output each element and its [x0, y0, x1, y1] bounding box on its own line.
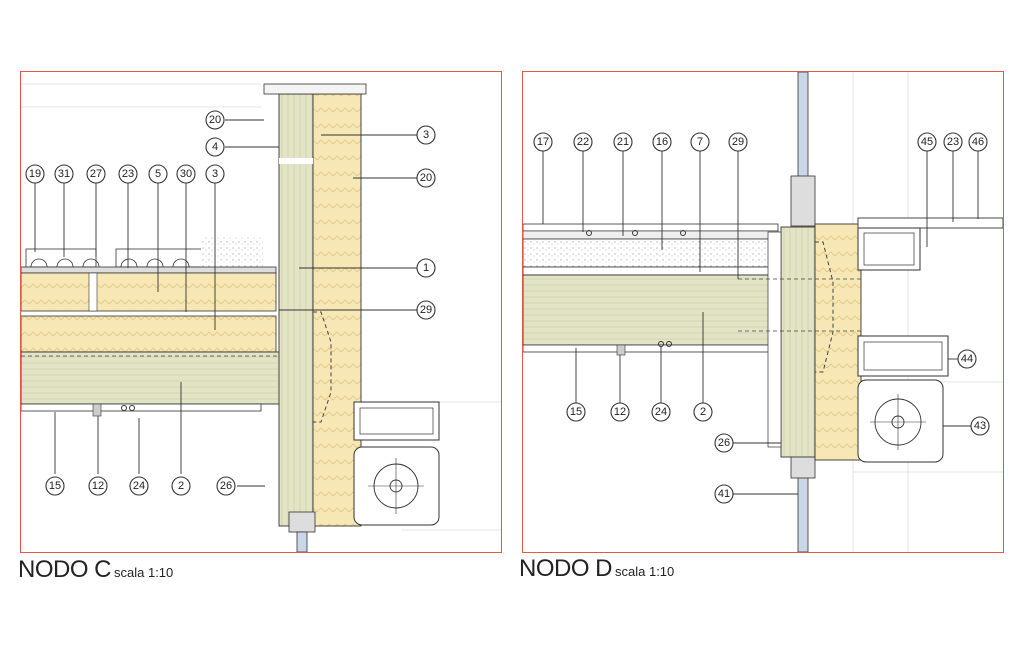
callout-1: 1 — [416, 258, 436, 278]
svg-text:27: 27 — [90, 168, 102, 180]
callout-5: 5 — [148, 164, 168, 184]
callout-27: 27 — [86, 164, 106, 184]
svg-text:2: 2 — [178, 480, 184, 492]
callout-15: 15 — [45, 476, 65, 496]
callout-15: 15 — [566, 402, 586, 422]
svg-text:3: 3 — [212, 168, 218, 180]
section-drawing-c: 20 4 3 20 19 31 27 23 5 30 3 1 29 15 12 … — [21, 83, 501, 552]
svg-text:26: 26 — [718, 437, 730, 449]
svg-text:23: 23 — [947, 136, 959, 148]
callout-3-upper: 3 — [416, 125, 436, 145]
svg-text:20: 20 — [420, 172, 432, 184]
callout-30: 30 — [176, 164, 196, 184]
svg-text:30: 30 — [180, 168, 192, 180]
svg-text:23: 23 — [122, 168, 134, 180]
svg-text:22: 22 — [577, 136, 589, 148]
svg-text:7: 7 — [697, 136, 703, 148]
callout-12: 12 — [88, 476, 108, 496]
callout-3-lower: 3 — [205, 164, 225, 184]
svg-text:5: 5 — [155, 168, 161, 180]
callout-31: 31 — [54, 164, 74, 184]
caption-title: NODO C — [18, 556, 112, 583]
callout-45: 45 — [917, 132, 937, 152]
detail-panel-nodo-c: 20 4 3 20 19 31 27 23 5 30 3 1 29 15 12 … — [20, 71, 502, 553]
callout-23: 23 — [118, 164, 138, 184]
svg-text:44: 44 — [961, 353, 973, 365]
callout-26: 26 — [714, 433, 734, 453]
svg-text:24: 24 — [655, 406, 667, 418]
svg-text:43: 43 — [974, 420, 986, 432]
callout-20-right: 20 — [416, 168, 436, 188]
callout-22: 22 — [573, 132, 593, 152]
svg-text:1: 1 — [423, 262, 429, 274]
svg-text:15: 15 — [49, 480, 61, 492]
svg-text:4: 4 — [212, 141, 218, 153]
callout-7: 7 — [690, 132, 710, 152]
callout-41: 41 — [714, 484, 734, 504]
callout-29: 29 — [728, 132, 748, 152]
svg-text:3: 3 — [423, 129, 429, 141]
callout-24: 24 — [651, 402, 671, 422]
svg-text:12: 12 — [614, 406, 626, 418]
caption-scale: scala 1:10 — [114, 565, 174, 580]
svg-text:21: 21 — [617, 136, 629, 148]
svg-text:45: 45 — [921, 136, 933, 148]
callout-12: 12 — [610, 402, 630, 422]
svg-text:41: 41 — [718, 488, 730, 500]
svg-text:19: 19 — [29, 168, 41, 180]
callout-21: 21 — [613, 132, 633, 152]
svg-text:20: 20 — [209, 114, 221, 126]
svg-text:46: 46 — [972, 136, 984, 148]
section-drawing-d: 17 22 21 16 7 29 45 23 46 44 43 15 12 24… — [523, 72, 1003, 552]
svg-text:12: 12 — [92, 480, 104, 492]
callout-23: 23 — [943, 132, 963, 152]
callout-43: 43 — [970, 416, 990, 436]
callout-24: 24 — [129, 476, 149, 496]
svg-text:29: 29 — [420, 304, 432, 316]
callout-46: 46 — [968, 132, 988, 152]
svg-text:15: 15 — [570, 406, 582, 418]
svg-text:16: 16 — [656, 136, 668, 148]
callout-26: 26 — [216, 476, 236, 496]
callout-17: 17 — [533, 132, 553, 152]
svg-text:26: 26 — [220, 480, 232, 492]
callout-16: 16 — [652, 132, 672, 152]
callout-19: 19 — [25, 164, 45, 184]
svg-text:24: 24 — [133, 480, 145, 492]
callout-44: 44 — [957, 349, 977, 369]
callout-20-top: 20 — [205, 110, 225, 130]
caption-scale: scala 1:10 — [615, 564, 675, 579]
caption-title: NODO D — [519, 555, 613, 582]
callout-4: 4 — [205, 137, 225, 157]
detail-panel-nodo-d: 17 22 21 16 7 29 45 23 46 44 43 15 12 24… — [522, 71, 1004, 553]
svg-text:31: 31 — [58, 168, 70, 180]
svg-text:17: 17 — [537, 136, 549, 148]
svg-text:2: 2 — [700, 406, 706, 418]
callout-2: 2 — [693, 402, 713, 422]
callout-29: 29 — [416, 300, 436, 320]
callout-2: 2 — [171, 476, 191, 496]
svg-text:29: 29 — [732, 136, 744, 148]
